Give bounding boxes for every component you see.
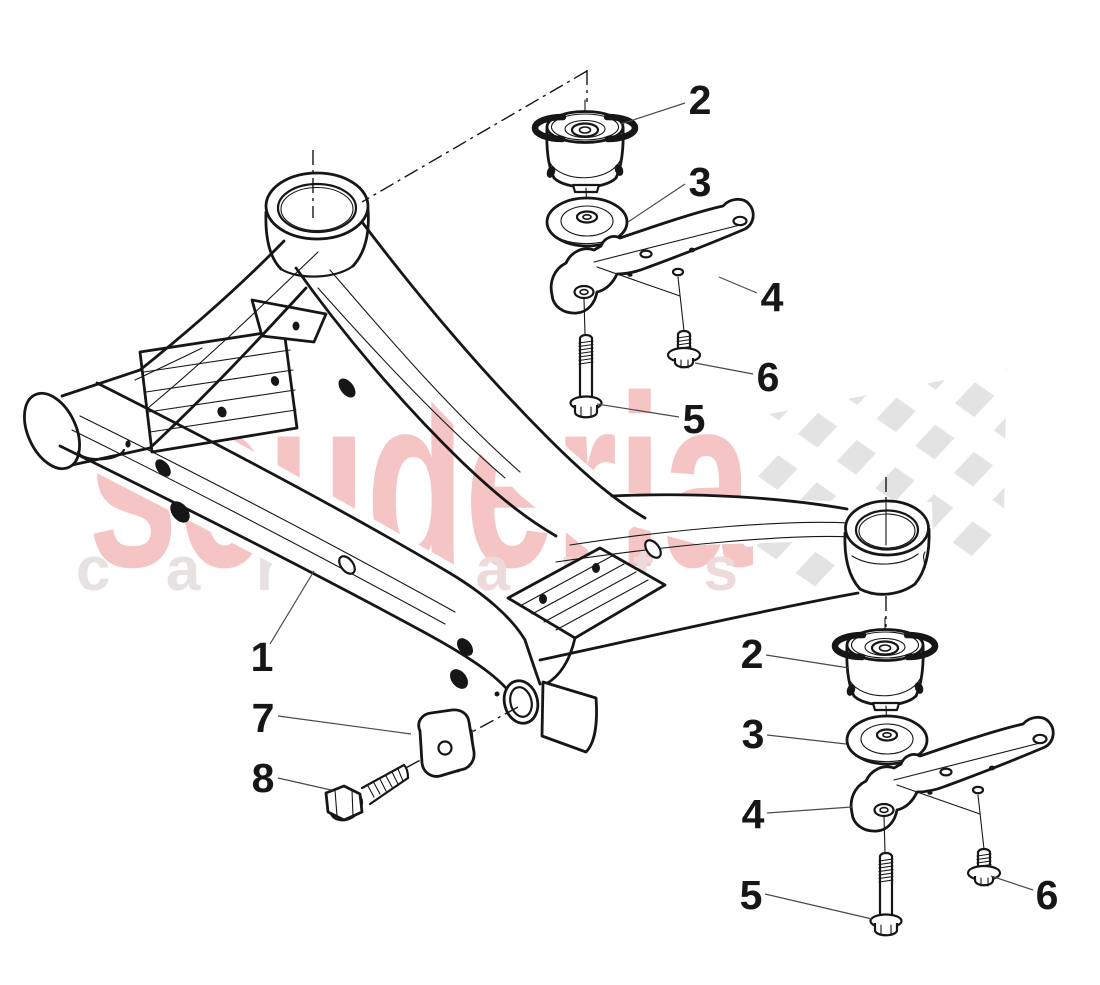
callout-6-bottom-label: 6 bbox=[1036, 872, 1059, 918]
callout-1: 1 bbox=[251, 570, 315, 680]
callout-5-bottom: 5 bbox=[740, 872, 873, 920]
end-tube-stub bbox=[502, 679, 540, 725]
callout-3-top-label: 3 bbox=[689, 159, 712, 205]
callout-4-bottom: 4 bbox=[742, 791, 853, 837]
callout-2-top: 2 bbox=[620, 77, 712, 125]
callout-3-top: 3 bbox=[627, 159, 712, 223]
end-tab bbox=[540, 680, 598, 754]
callout-6-top: 6 bbox=[694, 354, 780, 400]
callout-8: 8 bbox=[252, 755, 332, 801]
callout-1-label: 1 bbox=[251, 634, 274, 680]
callout-5-top: 5 bbox=[596, 396, 706, 442]
mount-assembly-bottom bbox=[835, 618, 1053, 935]
callout-5-bottom-label: 5 bbox=[740, 872, 763, 918]
cover-plate bbox=[417, 708, 476, 778]
callout-4-bottom-label: 4 bbox=[742, 791, 765, 837]
rear-mount-collar bbox=[843, 499, 931, 596]
callout-2-top-label: 2 bbox=[689, 77, 712, 123]
callout-3-bottom-label: 3 bbox=[742, 711, 765, 757]
arm-slot bbox=[338, 378, 356, 398]
gusset-plate bbox=[250, 298, 328, 344]
callout-6-bottom: 6 bbox=[990, 872, 1059, 918]
ribbed-plate-lower bbox=[506, 546, 667, 640]
callout-2-bottom: 2 bbox=[741, 631, 850, 677]
callout-3-bottom: 3 bbox=[742, 711, 847, 757]
callout-5-top-label: 5 bbox=[683, 396, 706, 442]
callout-2-bottom-label: 2 bbox=[741, 631, 764, 677]
front-mount-collar bbox=[264, 171, 370, 278]
rail-hole bbox=[125, 440, 131, 448]
callout-6-top-label: 6 bbox=[757, 354, 780, 400]
flange-bolt bbox=[324, 763, 410, 822]
callout-4-top: 4 bbox=[718, 274, 784, 320]
subframe-drawing bbox=[23, 171, 934, 754]
callout-4-top-label: 4 bbox=[761, 274, 784, 320]
callout-7-label: 7 bbox=[252, 695, 275, 741]
callout-7: 7 bbox=[252, 695, 412, 741]
callout-8-label: 8 bbox=[252, 755, 275, 801]
